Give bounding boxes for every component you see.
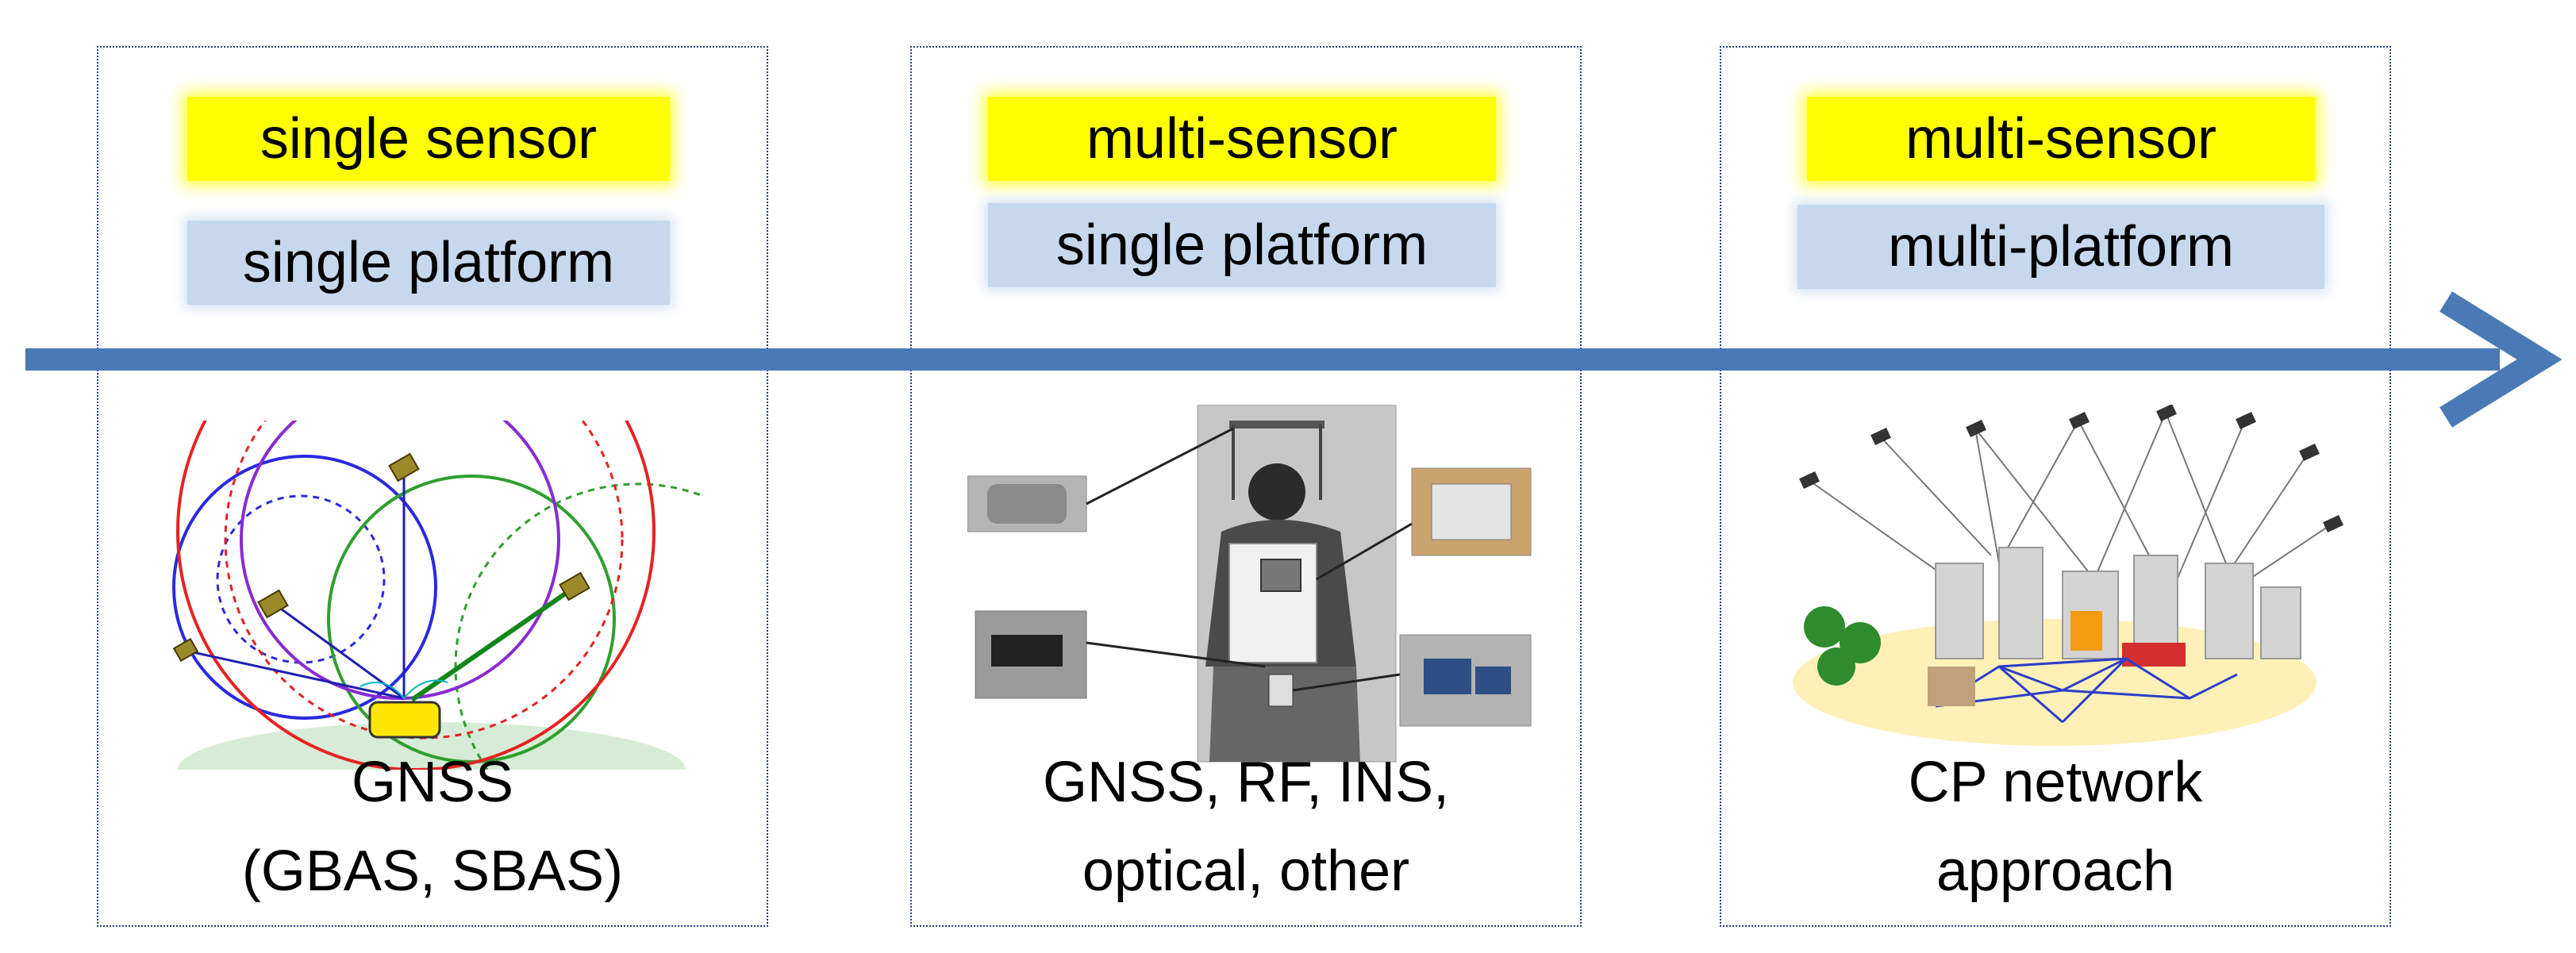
- platform-label: multi-platform: [1797, 205, 2324, 289]
- caption-line-2: optical, other: [1082, 840, 1410, 903]
- cooperative-network-figure: [1793, 405, 2343, 746]
- panel-single-sensor: single sensor single platform GNSS (: [97, 46, 768, 927]
- platform-label: single platform: [988, 203, 1496, 287]
- sensor-label: multi-sensor: [1807, 97, 2315, 181]
- caption: CP network approach: [1721, 738, 2390, 916]
- caption-line-1: CP network: [1908, 751, 2203, 814]
- caption: GNSS, RF, INS, optical, other: [912, 738, 1580, 916]
- platform-label: single platform: [187, 221, 670, 305]
- caption-line-1: GNSS: [351, 751, 514, 814]
- panel-multi-sensor-multi-platform: multi-sensor multi-platform: [1720, 46, 2391, 927]
- caption-line-1: GNSS, RF, INS,: [1042, 751, 1450, 814]
- caption-line-2: approach: [1936, 840, 2175, 903]
- panel-multi-sensor-single-platform: multi-sensor single platform GNSS, RF, I…: [910, 46, 1582, 927]
- wearable-sensor-photo: [967, 405, 1532, 763]
- arrow-head: [2440, 291, 2563, 428]
- sensor-label: multi-sensor: [988, 97, 1496, 181]
- caption-line-2: (GBAS, SBAS): [241, 840, 624, 903]
- gnss-ranging-figure: [172, 421, 702, 770]
- sensor-label: single sensor: [187, 97, 670, 181]
- caption: GNSS (GBAS, SBAS): [98, 738, 767, 916]
